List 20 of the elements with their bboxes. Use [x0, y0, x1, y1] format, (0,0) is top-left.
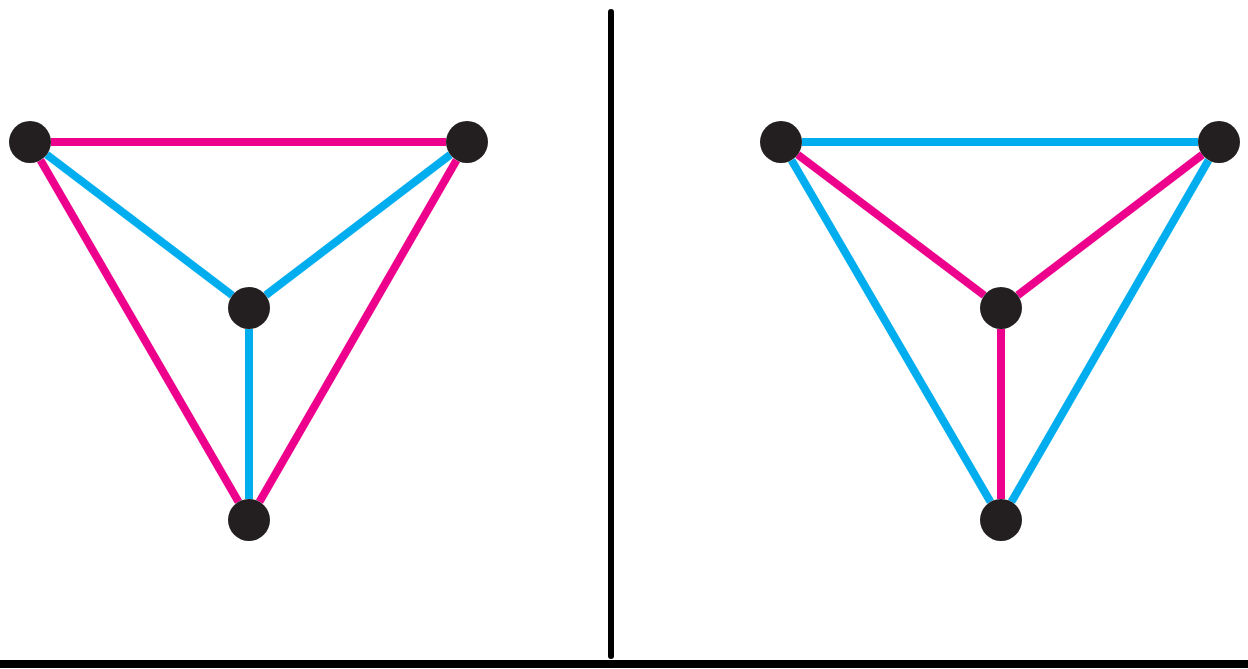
graph-edge: [997, 329, 1005, 499]
vertex-dot: [446, 121, 488, 163]
vertex-dot: [1198, 121, 1240, 163]
graph-edge: [1015, 151, 1205, 299]
vertex-dot: [980, 287, 1022, 329]
vertex-dot: [228, 287, 270, 329]
graph-edge: [256, 158, 460, 504]
graph-edge: [1008, 158, 1212, 504]
graph-edge: [802, 138, 1198, 146]
graph-edge: [44, 151, 235, 299]
graph-edge: [788, 158, 994, 504]
vertex-dot: [980, 499, 1022, 541]
graph-edge: [263, 151, 453, 299]
vertex-dot: [9, 121, 51, 163]
graph-edge: [37, 158, 242, 504]
graph-edge: [795, 151, 987, 299]
graph-edge: [245, 329, 253, 499]
graph-edge: [51, 138, 446, 146]
vertex-dot: [228, 499, 270, 541]
vertex-dot: [760, 121, 802, 163]
